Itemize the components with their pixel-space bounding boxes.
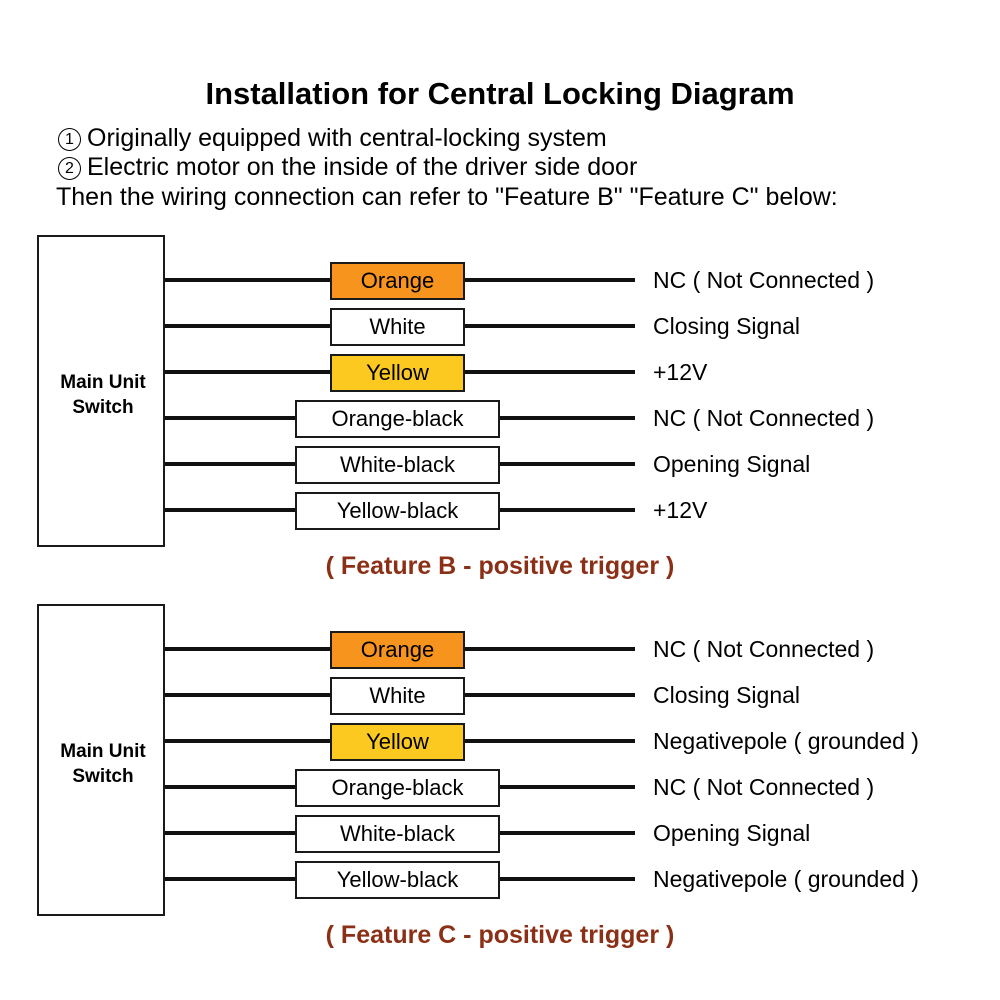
note-item-2: 2 Electric motor on the inside of the dri…	[58, 153, 637, 182]
wire-description: NC ( Not Connected )	[653, 774, 875, 800]
wire-label-chip: White	[330, 308, 465, 346]
note-text-1: Originally equipped with central-locking…	[87, 124, 607, 152]
main-unit-switch-label: Main Unit Switch	[39, 370, 167, 420]
wire-description: Negativepole ( grounded )	[653, 866, 919, 892]
wire-description: Opening Signal	[653, 451, 811, 477]
note-text-2: Electric motor on the inside of the driv…	[87, 153, 638, 181]
wire-segment-left	[165, 785, 295, 789]
wire-row: Yellow +12V	[0, 349, 1000, 395]
wire-segment-left	[165, 416, 295, 420]
wiring-block-feature-c: Main Unit Switch Orange NC ( Not Connecte…	[0, 599, 1000, 949]
block-caption: ( Feature C - positive trigger )	[325, 921, 675, 949]
wire-label-chip: Yellow	[330, 723, 465, 761]
wire-segment-right	[465, 739, 635, 743]
wire-description: +12V	[653, 497, 708, 523]
wire-segment-left	[165, 739, 330, 743]
wire-label-chip: Yellow-black	[295, 492, 500, 530]
wire-segment-right	[500, 877, 635, 881]
wire-description: NC ( Not Connected )	[653, 636, 875, 662]
wire-row: White-black Opening Signal	[0, 810, 1000, 856]
wire-label-chip: Orange-black	[295, 769, 500, 807]
wire-segment-left	[165, 370, 330, 374]
wire-row: Yellow-black +12V	[0, 487, 1000, 533]
wire-segment-right	[500, 416, 635, 420]
wire-description: +12V	[653, 359, 708, 385]
wire-description: Closing Signal	[653, 313, 801, 339]
wire-segment-right	[500, 462, 635, 466]
wire-segment-left	[165, 693, 330, 697]
wire-segment-right	[465, 370, 635, 374]
wire-row: Orange NC ( Not Connected )	[0, 626, 1000, 672]
wire-label-chip: White	[330, 677, 465, 715]
wire-description: Opening Signal	[653, 820, 811, 846]
wire-segment-right	[500, 508, 635, 512]
main-unit-switch-box: Main Unit Switch	[37, 235, 165, 547]
unit-label-line-2: Switch	[72, 397, 134, 418]
wire-segment-right	[465, 324, 635, 328]
main-unit-switch-label: Main Unit Switch	[39, 739, 167, 789]
wire-row: White-black Opening Signal	[0, 441, 1000, 487]
wire-label-chip: Orange-black	[295, 400, 500, 438]
wire-description: NC ( Not Connected )	[653, 405, 875, 431]
page-title: Installation for Central Locking Diagram	[205, 76, 795, 111]
wire-row: Yellow Negativepole ( grounded )	[0, 718, 1000, 764]
wire-label-chip: White-black	[295, 815, 500, 853]
wire-row: White Closing Signal	[0, 672, 1000, 718]
note-closing-line: Then the wiring connection can refer to …	[56, 183, 838, 211]
wire-row: White Closing Signal	[0, 303, 1000, 349]
wire-row: Yellow-black Negativepole ( grounded )	[0, 856, 1000, 902]
wire-row: Orange-black NC ( Not Connected )	[0, 764, 1000, 810]
wire-description: NC ( Not Connected )	[653, 267, 875, 293]
wire-segment-right	[465, 278, 635, 282]
wire-segment-right	[500, 785, 635, 789]
circled-number-icon: 2	[58, 157, 81, 180]
block-caption: ( Feature B - positive trigger )	[325, 552, 675, 580]
wire-label-chip: Yellow-black	[295, 861, 500, 899]
wire-segment-left	[165, 831, 295, 835]
wire-segment-right	[465, 647, 635, 651]
wire-description: Negativepole ( grounded )	[653, 728, 919, 754]
unit-label-line-1: Main Unit	[60, 741, 146, 762]
unit-label-line-2: Switch	[72, 766, 134, 787]
wire-label-chip: Orange	[330, 262, 465, 300]
circled-number-icon: 1	[58, 128, 81, 151]
wire-segment-left	[165, 508, 295, 512]
wire-segment-left	[165, 462, 295, 466]
wire-description: Closing Signal	[653, 682, 801, 708]
wire-segment-right	[500, 831, 635, 835]
wire-row: Orange-black NC ( Not Connected )	[0, 395, 1000, 441]
wire-segment-left	[165, 324, 330, 328]
wiring-block-feature-b: Main Unit Switch Orange NC ( Not Connecte…	[0, 230, 1000, 580]
wire-row: Orange NC ( Not Connected )	[0, 257, 1000, 303]
wire-label-chip: White-black	[295, 446, 500, 484]
wire-segment-left	[165, 877, 295, 881]
wire-label-chip: Yellow	[330, 354, 465, 392]
wire-segment-left	[165, 647, 330, 651]
main-unit-switch-box: Main Unit Switch	[37, 604, 165, 916]
wire-segment-left	[165, 278, 330, 282]
wire-label-chip: Orange	[330, 631, 465, 669]
unit-label-line-1: Main Unit	[60, 372, 146, 393]
wire-segment-right	[465, 693, 635, 697]
note-item-1: 1 Originally equipped with central-lockin…	[58, 124, 607, 153]
